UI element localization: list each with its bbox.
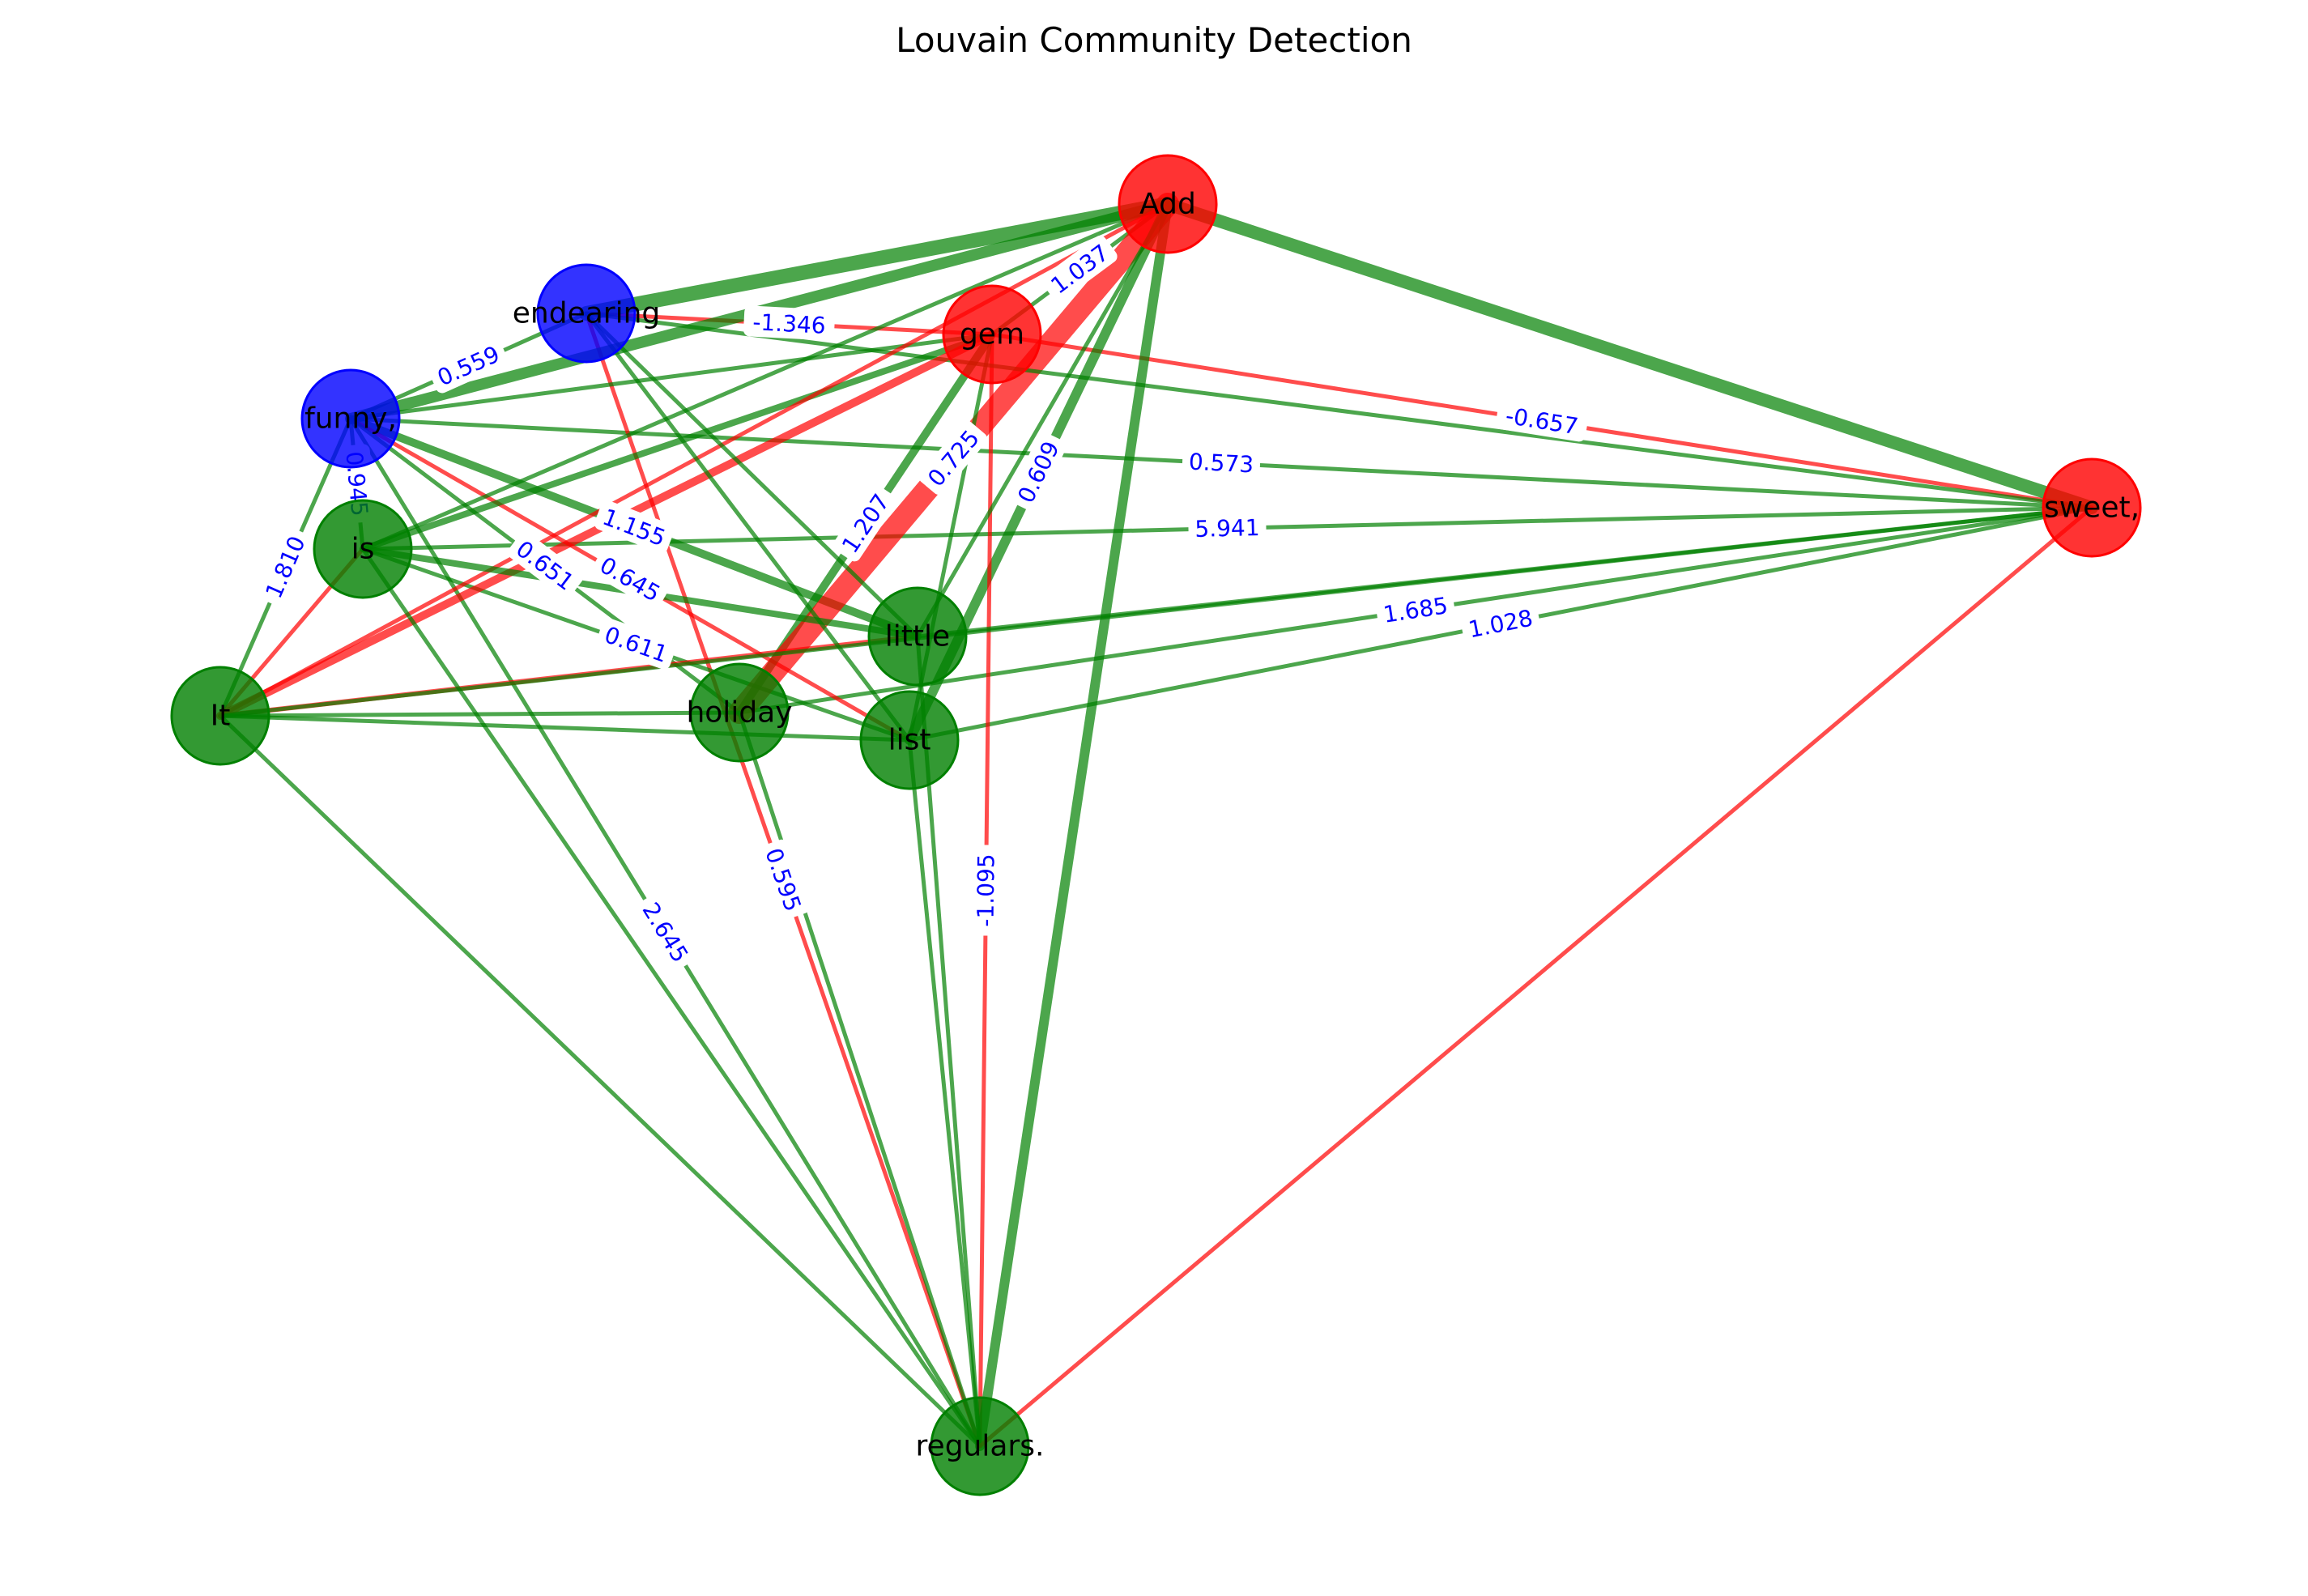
edge-sweet-regulars xyxy=(977,505,2094,1449)
edge-label-background xyxy=(1041,236,1118,302)
node-label-holiday: holiday xyxy=(686,696,792,730)
node-label-endearing: endearing xyxy=(513,297,661,330)
edge-label-background xyxy=(969,845,1002,936)
edge-label-background xyxy=(1009,432,1067,512)
edge-label-background xyxy=(508,531,584,598)
edge-label-is-list: 0.611 xyxy=(596,618,677,670)
edge-label-background xyxy=(1460,602,1541,645)
node-circle-Add xyxy=(1118,154,1218,254)
node-Add: Add xyxy=(1118,154,1218,254)
edge-weight-label: -1.346 xyxy=(752,309,827,339)
edge-It-list xyxy=(218,713,912,743)
node-regulars: regulars. xyxy=(916,1396,1045,1496)
node-label-little: little xyxy=(885,620,950,653)
node-endearing: endearing xyxy=(513,263,661,364)
node-circle-It xyxy=(170,666,270,766)
edge-is-Add xyxy=(360,202,1170,551)
node-funny: funny, xyxy=(300,368,401,469)
node-circle-gem xyxy=(942,284,1042,385)
edge-label-background xyxy=(428,337,509,394)
edge-funny-gem xyxy=(348,332,994,421)
edge-It-regulars xyxy=(218,713,982,1449)
node-is: is xyxy=(313,499,413,599)
edge-weight-label: -1.095 xyxy=(973,853,1000,927)
edge-label-funny-sweet: 0.573 xyxy=(1182,445,1261,480)
node-circle-sweet xyxy=(2042,458,2142,558)
edge-label-background xyxy=(596,618,677,670)
edge-Add-sweet xyxy=(1161,198,2098,514)
edge-label-funny-It: 1.810 xyxy=(257,527,313,607)
edge-list-regulars xyxy=(907,738,982,1449)
node-gem: gem xyxy=(942,284,1042,385)
edge-endearing-sweet xyxy=(584,311,2094,510)
edge-endearing-little xyxy=(584,311,920,639)
edge-label-is-sweet: 5.941 xyxy=(1188,511,1267,544)
node-label-is: is xyxy=(351,533,375,566)
edges-layer xyxy=(216,193,2098,1451)
node-label-Add: Add xyxy=(1139,188,1196,221)
edge-label-background xyxy=(1375,589,1456,630)
node-circle-holiday xyxy=(689,662,790,763)
edge-weight-label: 0.609 xyxy=(1012,437,1065,508)
edge-label-background xyxy=(918,420,987,496)
edge-label-background xyxy=(832,484,897,562)
node-circle-endearing xyxy=(536,263,637,364)
node-holiday: holiday xyxy=(686,662,793,763)
edge-label-background xyxy=(635,893,697,971)
node-label-regulars: regulars. xyxy=(916,1430,1045,1463)
edge-label-gem-regulars: -1.095 xyxy=(969,845,1002,936)
edge-weight-label: 1.810 xyxy=(260,532,310,602)
node-circle-regulars xyxy=(930,1396,1030,1496)
node-label-funny: funny, xyxy=(304,402,397,436)
edge-label-background xyxy=(1496,398,1589,442)
edge-label-endearing-regulars: 0.595 xyxy=(758,839,810,920)
node-little: little xyxy=(867,586,968,687)
edge-label-list-Add: 0.609 xyxy=(1009,432,1067,512)
edge-label-background xyxy=(591,548,670,610)
node-label-gem: gem xyxy=(960,318,1024,351)
node-circle-funny xyxy=(300,368,401,469)
edge-label-background xyxy=(1188,511,1267,544)
edge-label-background xyxy=(758,839,810,920)
edge-endearing-list xyxy=(584,311,912,743)
edge-weight-label: 0.573 xyxy=(1188,448,1254,478)
edge-label-endearing-gem: -1.346 xyxy=(743,305,836,341)
node-It: It xyxy=(170,666,270,766)
edge-label-funny-list: 0.645 xyxy=(591,548,670,610)
edge-label-background xyxy=(257,527,313,607)
edge-endearing-Add xyxy=(579,197,1175,321)
edge-label-funny-regulars: 2.645 xyxy=(635,893,697,971)
edge-label-list-sweet: 1.028 xyxy=(1460,602,1541,645)
node-circle-little xyxy=(867,586,968,687)
chart-title: Louvain Community Detection xyxy=(896,20,1412,60)
edge-is-gem xyxy=(360,331,995,552)
edge-label-background xyxy=(743,305,836,341)
node-list: list xyxy=(859,690,960,790)
edge-is-regulars xyxy=(360,547,982,1449)
edge-little-Add xyxy=(915,202,1170,639)
edge-weight-label: 1.028 xyxy=(1466,605,1535,644)
node-circle-list xyxy=(859,690,960,790)
node-label-sweet: sweet, xyxy=(2044,492,2140,525)
edge-label-background xyxy=(1182,445,1261,480)
edge-weight-label: 5.941 xyxy=(1194,514,1260,543)
edge-Add-regulars xyxy=(975,199,1173,1451)
node-label-It: It xyxy=(211,700,231,733)
edge-It-holiday xyxy=(218,710,742,718)
edge-little-sweet xyxy=(915,505,2094,639)
node-label-list: list xyxy=(888,724,931,757)
edge-label-background xyxy=(594,500,675,554)
node-circle-is xyxy=(313,499,413,599)
edge-weight-label: 0.645 xyxy=(595,551,665,607)
edge-holiday-regulars xyxy=(737,710,982,1449)
edge-label-holiday-sweet: 1.685 xyxy=(1375,589,1456,630)
node-sweet: sweet, xyxy=(2042,458,2142,558)
